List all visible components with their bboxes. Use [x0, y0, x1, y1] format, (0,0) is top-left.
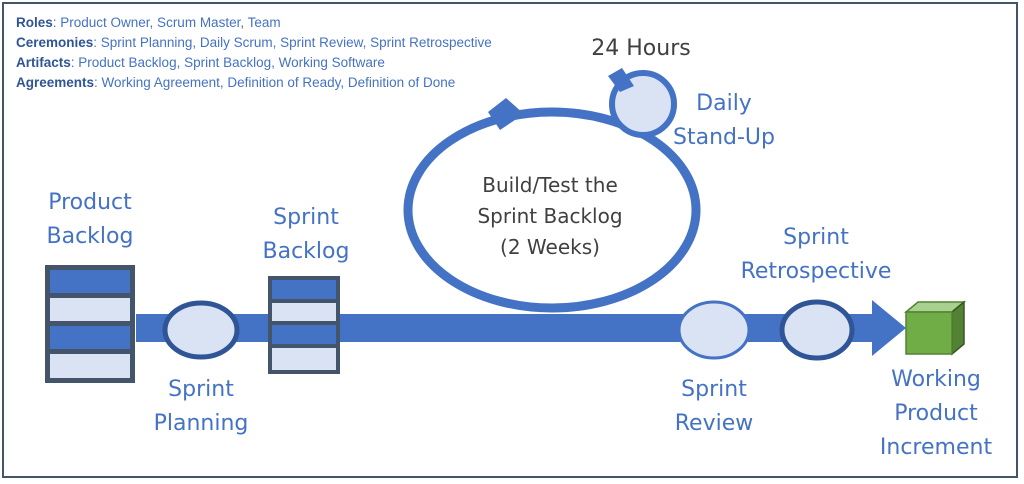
- sprint-planning-label-line2: Planning: [154, 411, 249, 436]
- sprint-retrospective-label-line2: Retrospective: [741, 259, 892, 284]
- legend: Roles: Product Owner, Scrum Master, Team…: [16, 13, 492, 93]
- sprint-backlog-label-line1: Sprint: [273, 205, 339, 230]
- working-product-label-line3: Increment: [880, 435, 993, 460]
- diagram-frame: [2, 2, 1018, 478]
- hours-label: 24 Hours: [591, 36, 690, 61]
- sprint-backlog-label-line2: Backlog: [263, 239, 350, 264]
- product-backlog-label-line1: Product: [48, 190, 132, 215]
- sprint-planning-node: [162, 300, 240, 360]
- daily-arrowhead: [608, 68, 634, 92]
- sprint-cycle-loop: [403, 98, 701, 313]
- legend-agreements: Agreements: Working Agreement, Definitio…: [16, 75, 456, 90]
- build-test-label-line2: Sprint Backlog: [477, 204, 622, 228]
- sprint-retrospective-node: [779, 299, 855, 361]
- working-product-label-line1: Working: [891, 367, 981, 392]
- sprint-retrospective-label-line1: Sprint: [783, 225, 849, 250]
- daily-standup-label-line2: Stand-Up: [673, 125, 775, 150]
- working-product-label-line2: Product: [894, 401, 978, 426]
- sprint-review-node: [677, 300, 751, 360]
- build-test-label-line1: Build/Test the: [482, 173, 618, 197]
- sprint-planning-label-line1: Sprint: [168, 377, 234, 402]
- legend-artifacts: Artifacts: Product Backlog, Sprint Backl…: [16, 55, 385, 70]
- working-product-cube: [903, 300, 967, 356]
- build-test-label-line3: (2 Weeks): [500, 235, 600, 259]
- sprint-review-label-line1: Sprint: [681, 377, 747, 402]
- product-backlog-label-line2: Backlog: [47, 224, 134, 249]
- loop-arrowhead: [488, 98, 524, 130]
- sprint-review-label-line2: Review: [675, 411, 754, 436]
- daily-standup-label-line1: Daily: [696, 91, 752, 116]
- legend-ceremonies: Ceremonies: Sprint Planning, Daily Scrum…: [16, 35, 492, 50]
- legend-roles: Roles: Product Owner, Scrum Master, Team: [16, 15, 281, 30]
- daily-cycle-loop: [608, 68, 677, 138]
- sprint-backlog-stack: [268, 276, 340, 374]
- product-backlog-stack: [45, 265, 135, 383]
- main-flow-arrow: [136, 300, 906, 356]
